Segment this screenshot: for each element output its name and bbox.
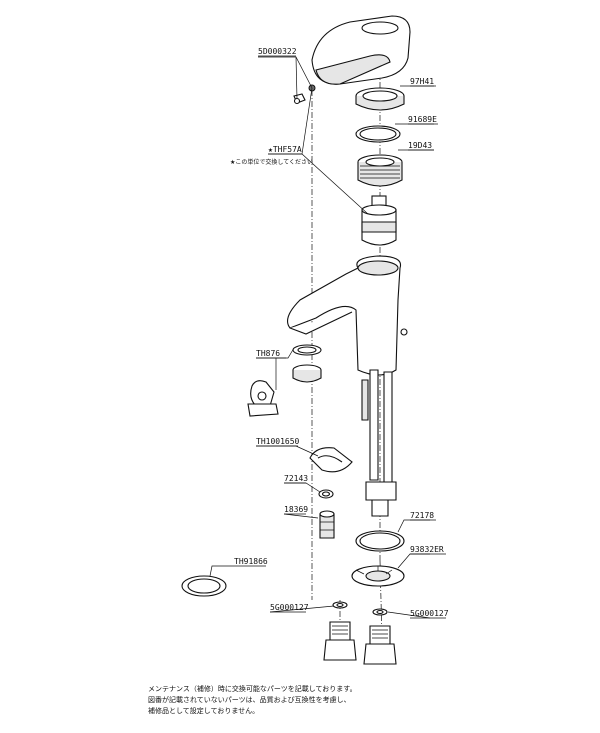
maintenance-notes: メンテナンス（補修）時に交換可能なパーツを記載しております。 図番が記載されてい…: [148, 684, 448, 717]
clip-part: [309, 447, 353, 473]
label-thf57a-note: ★この単位で交換してください: [230, 158, 313, 166]
note-line: 図番が記載されていないパーツは、品質および互換性を考慮し、: [148, 696, 351, 704]
label-97h41: 97H41: [410, 77, 434, 86]
locknut-plate-part: [351, 565, 405, 587]
small-ring-part: [318, 489, 334, 499]
aerator-part: [292, 344, 322, 383]
label-18369: 18369: [284, 505, 308, 514]
label-72143: 72143: [284, 474, 308, 483]
label-5g000127-left: 5G000127: [270, 603, 309, 612]
label-93832er: 93832ER: [410, 545, 444, 554]
spout-cover-part: [311, 15, 411, 85]
label-th91866: TH91866: [234, 557, 268, 566]
supply-hoses-part: [361, 369, 397, 517]
large-ring-part: [181, 575, 227, 597]
note-line: メンテナンス（補修）時に交換可能なパーツを記載しております。: [148, 685, 357, 693]
label-thf57a: ★THF57A: [268, 145, 302, 154]
label-91689e: 91689E: [408, 115, 437, 124]
gasket-ring-part: [355, 530, 405, 552]
cartridge-part: [361, 195, 397, 246]
ring-cap-part: [355, 87, 405, 111]
o-ring-part: [355, 125, 401, 143]
faucet-body-part: [287, 255, 408, 376]
connector-left-part: [323, 601, 357, 661]
label-th1001650: TH1001650: [256, 437, 300, 446]
label-5d000322: 5D000322: [258, 47, 297, 56]
note-line: 補修品として設定しておりません。: [148, 707, 260, 715]
label-5g000127-right: 5G000127: [410, 609, 449, 618]
label-th876: TH876: [256, 349, 280, 358]
label-19d43: 19D43: [408, 141, 432, 150]
threaded-nut-part: [357, 154, 403, 187]
wrench-tool-part: [247, 380, 279, 417]
sleeve-part: [319, 510, 335, 539]
label-72178: 72178: [410, 511, 434, 520]
connector-right-part: [363, 608, 397, 665]
part-labels: 5D000322 97H41 91689E 19D43 ★THF57A ★この単…: [230, 47, 449, 619]
